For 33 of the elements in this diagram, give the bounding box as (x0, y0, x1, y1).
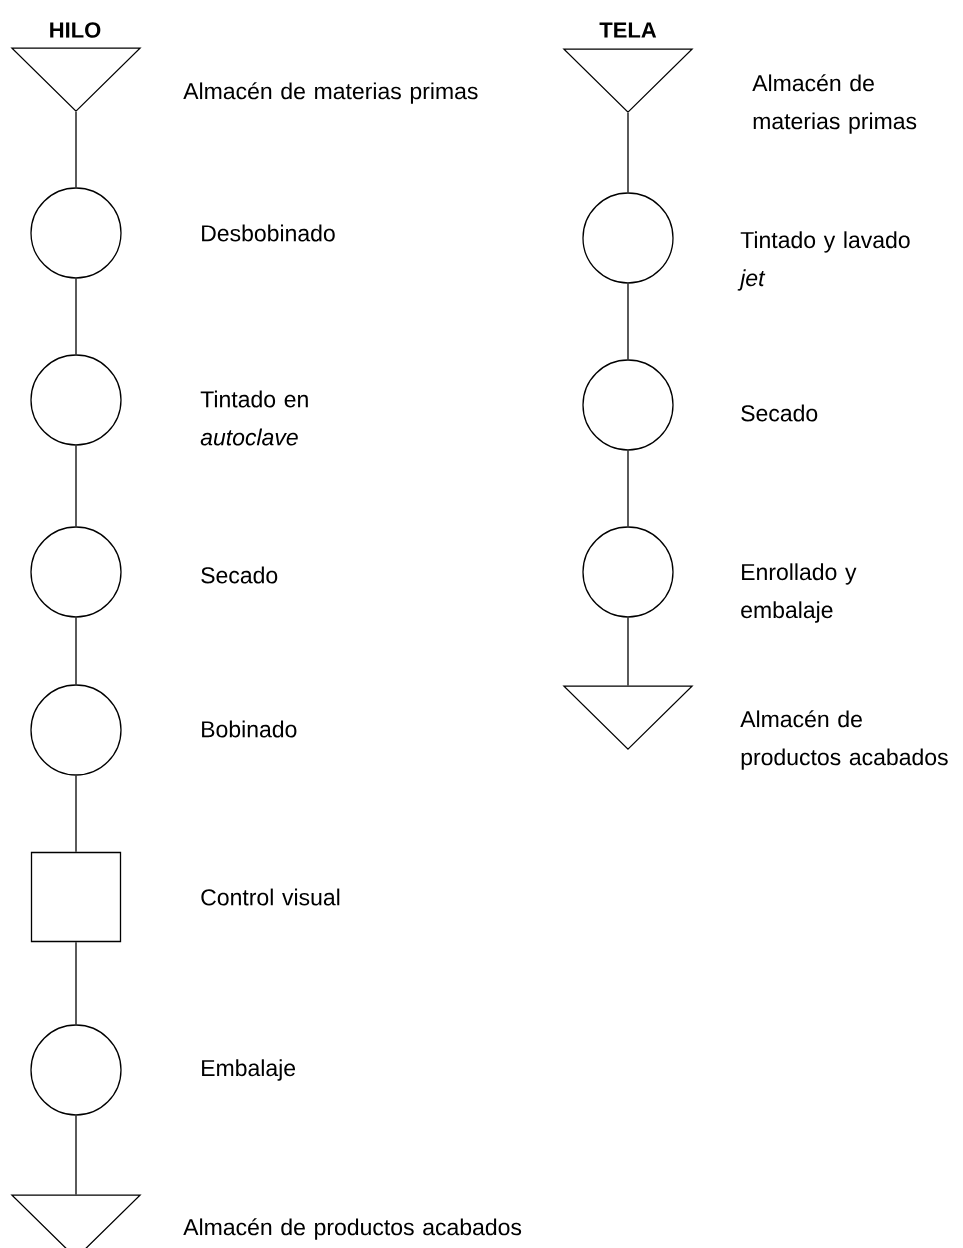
connector-line (75, 941, 77, 1025)
connector-line (75, 1115, 77, 1196)
connector-line (627, 617, 629, 687)
step-label: Embalaje (202, 1059, 296, 1081)
operation-circle (30, 526, 122, 618)
inspection-square (30, 851, 122, 943)
operation-circle (30, 354, 122, 446)
operation-circle (30, 684, 122, 776)
connector-line (627, 450, 629, 527)
connector-line (627, 112, 629, 193)
connector-line (75, 775, 77, 853)
operation-circle (582, 526, 674, 618)
step-label: Almacén de productos acabados (183, 1218, 522, 1240)
step-label: Secado (201, 566, 278, 584)
step-label: Tintado en autoclave (200, 390, 308, 446)
connector-line (75, 617, 77, 685)
step-label: Almacén de productos acabados (740, 710, 948, 770)
connector-line (627, 283, 629, 360)
operation-circle (582, 359, 674, 451)
operation-circle (582, 192, 674, 284)
step-label: Enrollado y embalaje (741, 563, 857, 623)
step-label: Almacén de materias primas (183, 82, 478, 104)
step-label: Tintado y lavado jet (737, 231, 910, 291)
operation-circle (30, 187, 122, 279)
connector-line (75, 111, 77, 188)
connector-line (75, 445, 77, 527)
step-label: Control visual (201, 888, 340, 906)
step-label: Bobinado (202, 720, 297, 738)
operation-circle (30, 1024, 122, 1116)
connector-line (75, 278, 77, 355)
step-label: Desbobinado (202, 224, 335, 242)
step-label: Secado (741, 404, 818, 422)
step-label: Almacén de materias primas (752, 74, 917, 134)
